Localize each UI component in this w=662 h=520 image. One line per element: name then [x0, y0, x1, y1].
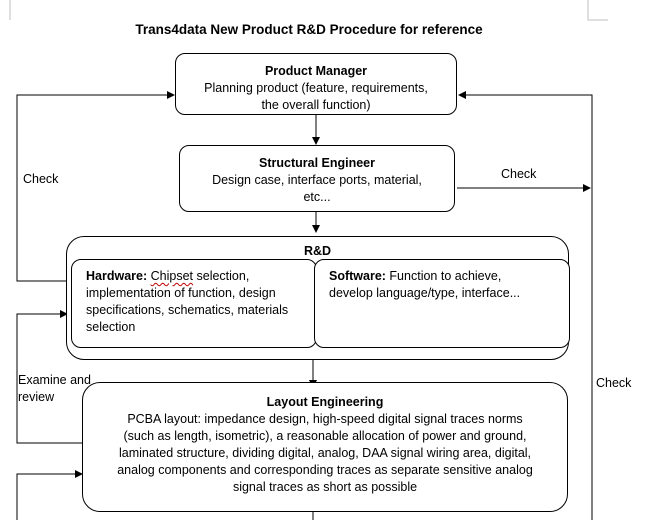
- layout-engineering-line-5: signal traces as short as possible: [232, 480, 418, 494]
- check-right-top-label: Check: [501, 167, 537, 181]
- rd-heading: R&D: [303, 244, 332, 258]
- layout-engineering-line-1: PCBA layout: impedance design, high-spee…: [127, 412, 523, 426]
- hardware-line-1: Hardware: Chipset selection,: [86, 268, 316, 285]
- diagram-title: Trans4data New Product R&D Procedure for…: [135, 22, 483, 37]
- check-right-label: Check: [596, 376, 632, 390]
- examine-line-1: Examine and: [18, 373, 91, 387]
- structural-engineer-line-2: etc...: [303, 190, 331, 204]
- structural-engineer-heading: Structural Engineer: [259, 156, 375, 170]
- arrow-check-left: [16, 91, 175, 282]
- structural-engineer-line-1: Design case, interface ports, material,: [212, 173, 422, 187]
- hardware-heading: Hardware:: [86, 269, 148, 283]
- product-manager-line-1: Planning product (feature, requirements,: [204, 81, 428, 95]
- examine-line-2: review: [18, 390, 55, 404]
- layout-engineering-line-4: analog components and corresponding trac…: [117, 463, 533, 477]
- hardware-line-2: implementation of function, design: [86, 286, 276, 300]
- arrow-examine-review: [16, 310, 82, 444]
- hardware-line-4: selection: [86, 320, 136, 334]
- hardware-line-1-rest: selection,: [193, 269, 250, 283]
- product-manager-line-2: the overall function): [261, 98, 371, 112]
- arrow-lower-left: [16, 470, 83, 520]
- software-line-1-rest: Function to achieve,: [385, 269, 502, 283]
- software-box: Software: Function to achieve, develop l…: [314, 259, 570, 348]
- hardware-chipset-word: Chipset: [150, 269, 194, 283]
- software-heading: Software:: [329, 269, 386, 283]
- layout-engineering-line-3: laminated structure, dividing digital, a…: [118, 446, 532, 460]
- layout-engineering-line-2: (such as length, isometric), a reasonabl…: [123, 429, 527, 443]
- check-left-label: Check: [23, 172, 59, 186]
- hardware-line-3: specifications, schematics, materials: [86, 303, 289, 317]
- product-manager-box: Product Manager Planning product (featur…: [175, 53, 457, 115]
- software-line-2: develop language/type, interface...: [329, 286, 521, 300]
- layout-engineering-box: Layout Engineering PCBA layout: impedanc…: [82, 382, 568, 512]
- arrow-check-right: [458, 91, 593, 520]
- hardware-box: Hardware: Chipset selection, implementat…: [71, 259, 317, 348]
- layout-engineering-heading: Layout Engineering: [266, 395, 384, 409]
- software-line-1: Software: Function to achieve,: [329, 268, 569, 285]
- structural-engineer-box: Structural Engineer Design case, interfa…: [179, 145, 455, 212]
- product-manager-heading: Product Manager: [264, 64, 368, 78]
- examine-review-label: Examine and review: [18, 372, 91, 406]
- page-corner-mark-right: [587, 0, 608, 21]
